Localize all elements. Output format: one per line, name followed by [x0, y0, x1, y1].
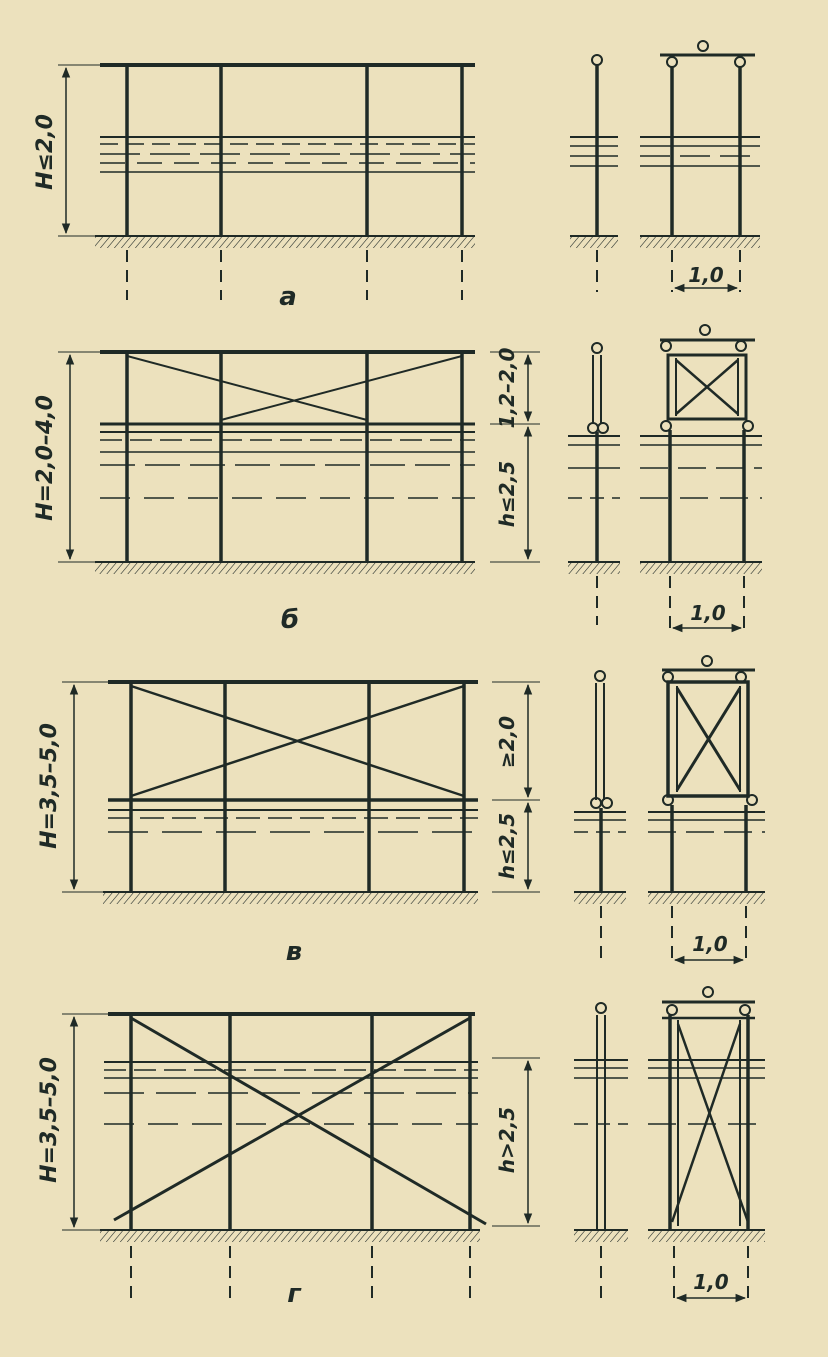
- height-label: H=2,0–4,0: [33, 395, 58, 521]
- panel-c: H=3,5–5,0 ≥2,0 h≤2,5 в: [37, 655, 765, 967]
- lower-height-label: h≤2,5: [495, 461, 519, 527]
- front-elevation: [58, 63, 475, 300]
- panel-a: H≤2,0 а: [33, 40, 760, 312]
- height-label: H=3,5–5,0: [37, 723, 62, 849]
- panel-d: H=3,5–5,0 h>2,5 г: [37, 986, 765, 1309]
- front-elevation: [58, 350, 540, 574]
- side-view-single-post: [570, 54, 618, 292]
- side-view-frame: [648, 655, 765, 965]
- side-view-single-post: [574, 670, 626, 960]
- height-label: H=3,5–5,0: [37, 1057, 62, 1183]
- height-label: H≤2,0: [33, 114, 58, 190]
- front-elevation: [62, 1012, 540, 1300]
- upper-height-label: 1,2–2,0: [495, 347, 519, 428]
- panel-letter: в: [286, 937, 302, 967]
- side-view-single-post: [568, 342, 620, 625]
- upper-height-label: ≥2,0: [495, 716, 519, 768]
- side-view-single-post: [574, 1002, 628, 1300]
- width-label: 1,0: [690, 601, 726, 625]
- panel-letter: б: [281, 605, 299, 635]
- side-view-frame: [648, 986, 765, 1305]
- front-elevation: [62, 680, 540, 904]
- panel-letter: а: [279, 282, 297, 312]
- side-view-frame: [640, 324, 762, 633]
- width-label: 1,0: [692, 932, 728, 956]
- lower-height-label: h≤2,5: [495, 813, 519, 879]
- side-view-frame: [640, 40, 760, 293]
- panel-b: H=2,0–4,0 1,2–2,0 h≤2,5 б: [33, 324, 762, 635]
- panel-letter: г: [287, 1279, 302, 1309]
- width-label: 1,0: [688, 263, 724, 287]
- lower-height-label: h>2,5: [495, 1107, 519, 1173]
- width-label: 1,0: [693, 1270, 729, 1294]
